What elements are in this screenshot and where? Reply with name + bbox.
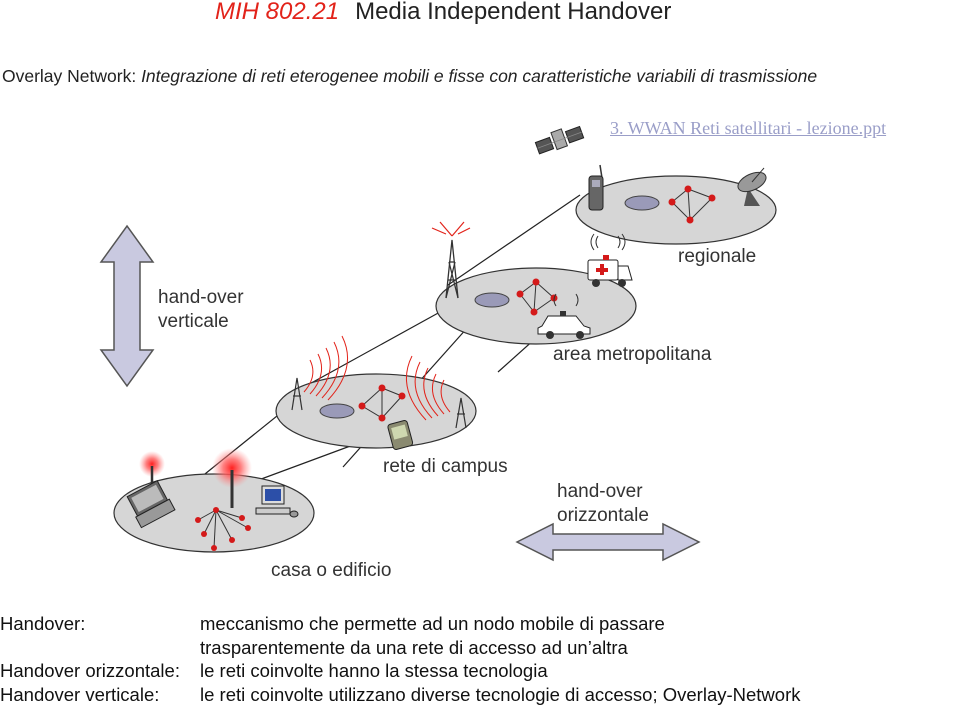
wireless-signal-icon [553, 233, 626, 307]
subtitle: Overlay Network: Integrazione di reti et… [2, 66, 817, 87]
definition-term: Handover: [0, 613, 86, 634]
home-disk [113, 448, 315, 553]
definition-row: Handover: meccanismo che permette ad un n… [0, 612, 801, 636]
laptop-icon [126, 480, 176, 529]
vertical-handover-arrow [99, 224, 155, 388]
network-node-icon [624, 195, 660, 211]
label-vertical-handover: hand-over verticale [158, 287, 244, 332]
pda-icon [387, 419, 414, 450]
regional-disk [575, 164, 777, 245]
network-node-icon [319, 403, 355, 419]
definition-row: Handover orizzontale: le reti coinvolte h… [0, 659, 801, 683]
police-car-icon [537, 311, 591, 339]
reference-link[interactable]: 3. WWAN Reti satellitari - lezione.ppt [610, 118, 887, 138]
definition-term [0, 636, 200, 660]
title-tag: MIH 802.21 [215, 0, 340, 25]
title-text: Media Independent Handover [355, 0, 672, 25]
subtitle-text: Integrazione di reti eterogenee mobili e… [141, 66, 818, 86]
ambulance-icon [587, 255, 633, 287]
definition-text: le reti coinvolte utilizzano diverse tec… [200, 683, 801, 705]
dish-antenna-icon [737, 167, 767, 206]
label-casa: casa o edificio [271, 560, 392, 581]
desktop-computer-icon [255, 485, 299, 518]
label-horizontal-handover: hand-over orizzontale [557, 481, 649, 526]
campus-disk [275, 335, 477, 450]
horizontal-handover-arrow [515, 522, 701, 562]
definition-term: Handover verticale: [0, 683, 160, 705]
network-node-icon [361, 387, 403, 419]
definition-text: le reti coinvolte hanno la stessa tecnol… [200, 660, 548, 681]
antenna-tower-icon [445, 239, 459, 299]
connector-lines [194, 194, 613, 499]
definition-row: Handover verticale: le reti coinvolte uti… [0, 683, 801, 706]
definition-text: meccanismo che permette ad un nodo mobil… [200, 613, 665, 634]
label-regionale: regionale [678, 246, 757, 267]
label-metropolitana: area metropolitana [553, 344, 712, 365]
metropolitan-disk [431, 221, 637, 345]
definition-text: trasparentemente da una rete di accesso … [200, 636, 628, 658]
network-node-icon [197, 509, 249, 549]
definitions: Handover: meccanismo che permette ad un n… [0, 612, 801, 706]
antenna-tower-icon [291, 377, 467, 429]
satellite-icon [534, 125, 585, 155]
wireless-signal-icon [431, 221, 471, 237]
wireless-signal-icon [303, 335, 451, 421]
cell-phone-icon [588, 164, 604, 211]
page-title: MIH 802.21 Media Independent Handover [215, 0, 671, 26]
network-node-icon [474, 292, 510, 308]
label-campus: rete di campus [383, 456, 508, 477]
subtitle-prefix: Overlay Network: [2, 66, 142, 86]
definition-row: trasparentemente da una rete di accesso … [0, 636, 801, 660]
definition-term: Handover orizzontale: [0, 660, 180, 681]
